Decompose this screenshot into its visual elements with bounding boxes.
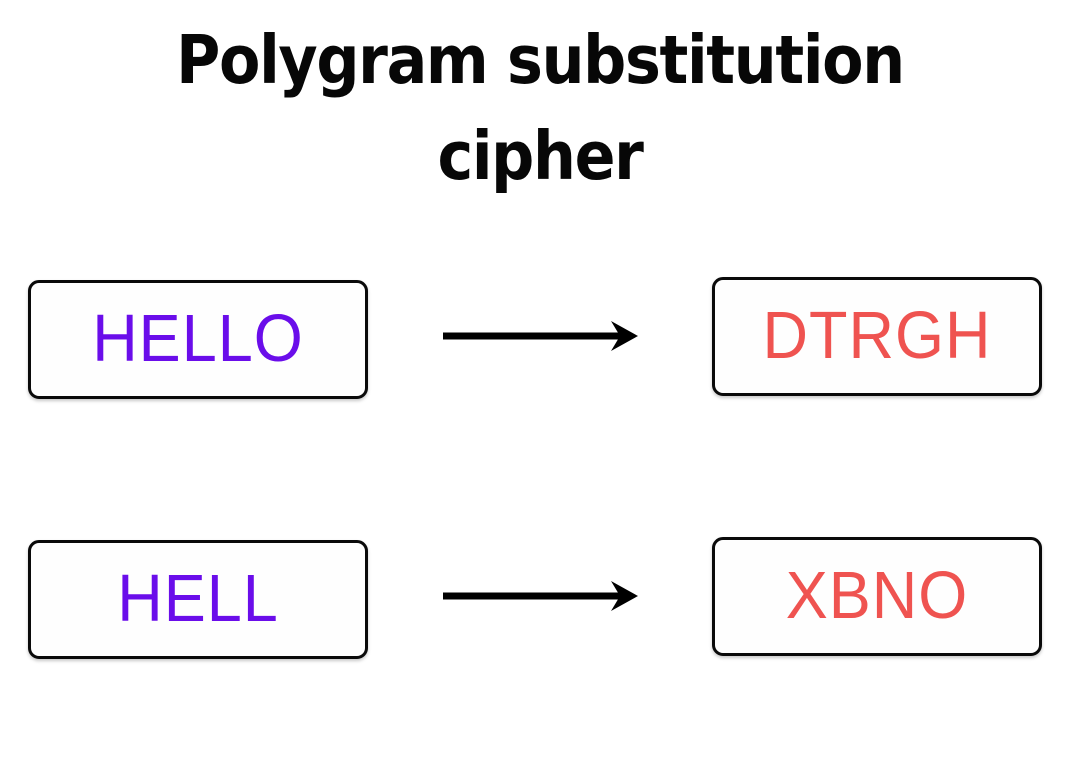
page-title-line-2: cipher (437, 117, 643, 195)
ciphertext-box: DTRGH (712, 277, 1042, 396)
plaintext-box: HELLO (28, 280, 368, 399)
plaintext-label: HELL (117, 561, 279, 637)
page-title-line-1: Polygram substitution (176, 21, 905, 99)
plaintext-label: HELLO (92, 301, 304, 377)
ciphertext-box: XBNO (712, 537, 1042, 656)
plaintext-box: HELL (28, 540, 368, 659)
cipher-mapping-row: HELL XBNO (0, 532, 1080, 662)
ciphertext-label: DTRGH (762, 298, 992, 374)
right-arrow-icon (440, 316, 640, 356)
right-arrow-icon (440, 576, 640, 616)
cipher-mapping-row: HELLO DTRGH (0, 272, 1080, 402)
page-title: Polygram substitution cipher (0, 12, 1080, 204)
ciphertext-label: XBNO (785, 558, 969, 634)
